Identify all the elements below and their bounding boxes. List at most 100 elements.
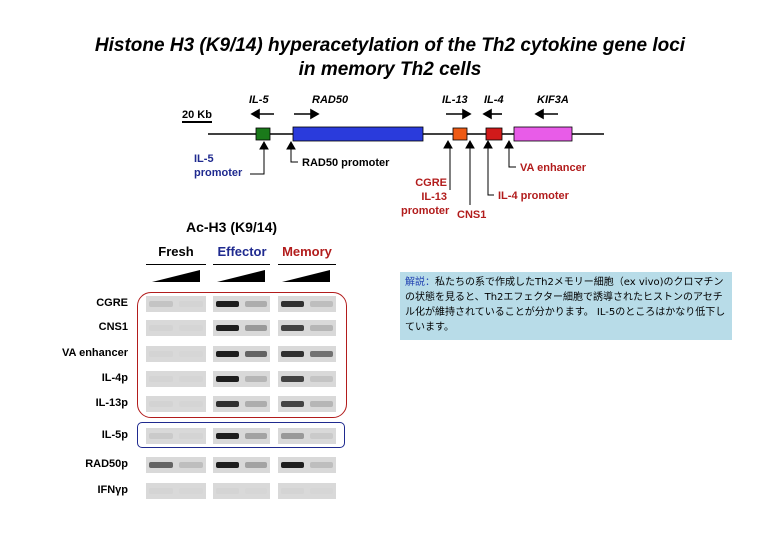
blot-band — [149, 462, 173, 468]
blot-lane — [278, 296, 336, 312]
blot-band — [281, 462, 304, 468]
blot-band — [310, 301, 333, 307]
dilution-triangle-memory — [282, 270, 330, 282]
blot-lane — [213, 320, 270, 336]
blot-band — [216, 301, 239, 307]
row-label-1: CNS1 — [98, 321, 128, 333]
blot-lane — [213, 296, 270, 312]
rad50-promoter-label: RAD50 promoter — [302, 157, 390, 169]
gene-box-il5 — [255, 127, 271, 141]
blot-band — [244, 325, 267, 331]
blot-band — [149, 325, 173, 331]
row-label-2: VA enhancer — [61, 347, 128, 359]
cgre-il13-promoter-label: CGRE IL-13 promoter — [401, 177, 450, 217]
blot-band — [179, 488, 203, 494]
blot-lane — [278, 428, 336, 444]
blot-band — [179, 376, 203, 382]
blot-band — [244, 301, 267, 307]
blot-band — [149, 401, 173, 407]
blot-band — [149, 301, 173, 307]
blot-band — [244, 488, 267, 494]
blot-lane — [146, 483, 206, 499]
il4-promoter-label: IL-4 promoter — [498, 190, 569, 202]
col-head-fresh: Fresh — [158, 244, 194, 259]
col-divider-memory — [278, 264, 336, 265]
blot-band — [149, 376, 173, 382]
blot-band — [244, 351, 267, 357]
blot-lane — [213, 483, 270, 499]
note-prefix: 解説： — [405, 277, 435, 288]
blot-band — [281, 433, 304, 439]
blot-band — [179, 301, 203, 307]
row-label-3: IL-4p — [101, 372, 128, 384]
row-label-0: CGRE — [96, 297, 128, 309]
row-label-7: IFNγp — [97, 484, 128, 496]
blot-band — [216, 488, 239, 494]
blot-lane — [278, 483, 336, 499]
blot-lane — [278, 457, 336, 473]
gene-label-rad50: RAD50 — [312, 94, 349, 106]
gene-box-il4 — [485, 127, 503, 141]
blot-band — [310, 351, 333, 357]
col-divider-fresh — [146, 264, 206, 265]
title-line-1: Histone H3 (K9/14) hyperacetylation of t… — [94, 35, 686, 56]
col-head-effector: Effector — [217, 244, 267, 259]
blot-lane — [146, 428, 206, 444]
dilution-triangle-effector — [217, 270, 265, 282]
blot-band — [244, 401, 267, 407]
blot-band — [281, 325, 304, 331]
blot-lane — [146, 371, 206, 387]
blot-band — [149, 351, 173, 357]
scale-label: 20 Kb — [182, 109, 212, 121]
col-divider-effector — [213, 264, 270, 265]
il5-promoter-label: IL-5 promoter — [194, 153, 243, 179]
note-body: 私たちの系で作成したTh2メモリー細胞（ex vivo)のクロマチンの状態を見る… — [405, 277, 726, 333]
blot-lane — [146, 320, 206, 336]
row-label-6: RAD50p — [85, 458, 128, 470]
blot-band — [216, 401, 239, 407]
gene-label-il5: IL-5 — [249, 94, 269, 106]
locus-map-graphic — [182, 108, 604, 205]
blot-band — [310, 376, 333, 382]
va-enhancer-label: VA enhancer — [520, 162, 587, 174]
gene-label-kif3a: KIF3A — [537, 94, 569, 106]
il5-outline — [137, 422, 345, 448]
memory-retained-outline — [137, 292, 347, 418]
blot-band — [179, 401, 203, 407]
blot-lane — [278, 346, 336, 362]
blot-band — [149, 433, 173, 439]
blot-band — [281, 351, 304, 357]
blot-band — [179, 433, 203, 439]
blot-band — [310, 488, 333, 494]
gene-label-il13: IL-13 — [442, 94, 468, 106]
blot-lane — [146, 296, 206, 312]
blot-band — [310, 401, 333, 407]
blot-lane — [146, 396, 206, 412]
blot-lane — [213, 428, 270, 444]
blot-band — [310, 325, 333, 331]
blot-lane — [278, 371, 336, 387]
blot-band — [244, 462, 267, 468]
blot-band — [281, 401, 304, 407]
blot-band — [216, 376, 239, 382]
col-head-memory: Memory — [282, 244, 332, 259]
blot-lane — [213, 346, 270, 362]
blot-band — [149, 488, 173, 494]
blot-lane — [213, 396, 270, 412]
explanation-note: 解説：私たちの系で作成したTh2メモリー細胞（ex vivo)のクロマチンの状態… — [400, 272, 732, 340]
blot-band — [310, 433, 333, 439]
blot-band — [310, 462, 333, 468]
dilution-triangle-fresh — [152, 270, 200, 282]
blot-band — [281, 488, 304, 494]
blot-band — [216, 351, 239, 357]
blot-band — [216, 462, 239, 468]
gene-box-kif3a — [513, 126, 573, 142]
blot-band — [244, 376, 267, 382]
gene-label-il4: IL-4 — [484, 94, 504, 106]
blot-band — [179, 351, 203, 357]
row-label-5: IL-5p — [101, 429, 128, 441]
blot-band — [179, 325, 203, 331]
cns1-label: CNS1 — [457, 209, 487, 221]
gene-box-il13 — [452, 127, 468, 141]
blot-band — [216, 325, 239, 331]
